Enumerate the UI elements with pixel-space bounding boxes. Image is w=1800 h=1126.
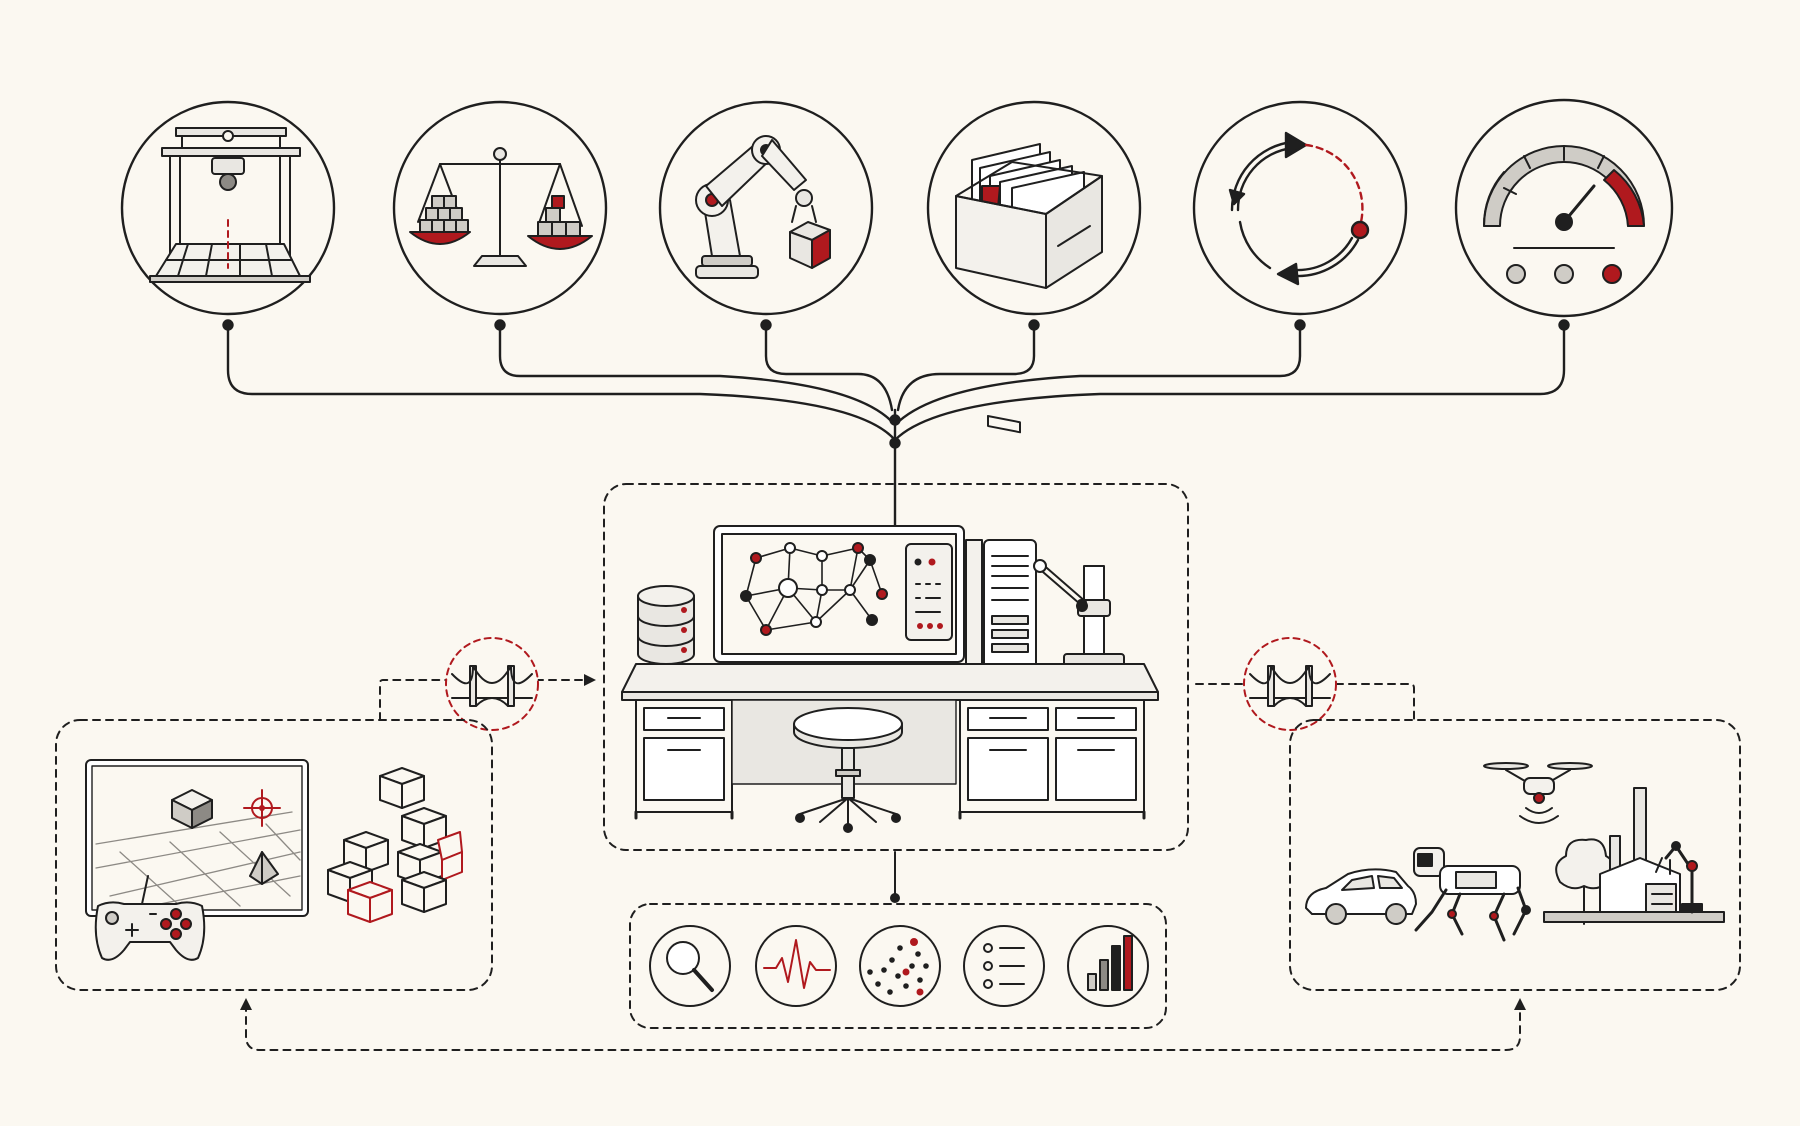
game-controller-icon (94, 875, 206, 961)
factory-icon (1543, 787, 1725, 923)
robot-arm-icon (658, 100, 874, 316)
arrowhead-left-panel (240, 998, 252, 1010)
server-tower-icon (965, 539, 1037, 671)
bridge-link-right (1195, 683, 1415, 721)
center-panel (603, 483, 1189, 851)
analysis-toolbar (629, 903, 1167, 1029)
simulation-screen-icon (85, 759, 309, 917)
drone-icon (1483, 762, 1593, 824)
car-icon (1305, 868, 1417, 925)
file-box-icon (926, 100, 1142, 434)
checklist-icon (963, 925, 1045, 1007)
left-panel (55, 719, 493, 991)
3d-printer-icon (120, 100, 336, 316)
cube-stack-icon (327, 767, 463, 923)
arrowhead-into-center (584, 674, 596, 686)
robot-dog-icon (1413, 847, 1531, 942)
right-panel (1289, 719, 1741, 991)
connector-tree (222, 319, 1570, 528)
magnifier-icon (649, 925, 731, 1007)
lab-desk-icon (621, 663, 1159, 820)
stool-icon (793, 707, 903, 833)
speedometer-icon (1454, 98, 1674, 318)
bridge-icon-right (1243, 637, 1337, 731)
bar-chart-icon (1067, 925, 1149, 1007)
bridge-link-left (379, 679, 585, 721)
balance-scale-icon (392, 100, 608, 316)
waveform-icon (755, 925, 837, 1007)
desk-robot-arm-icon (1033, 559, 1125, 667)
scatter-dots-icon (859, 925, 941, 1007)
database-icon (637, 585, 695, 665)
arrowhead-right-panel (1514, 998, 1526, 1010)
cycle-arrows-icon (1192, 100, 1408, 316)
center-to-tools-link (890, 851, 900, 903)
bridge-icon-left (445, 637, 539, 731)
feedback-loop (245, 1003, 1521, 1051)
network-monitor-icon (713, 525, 965, 663)
